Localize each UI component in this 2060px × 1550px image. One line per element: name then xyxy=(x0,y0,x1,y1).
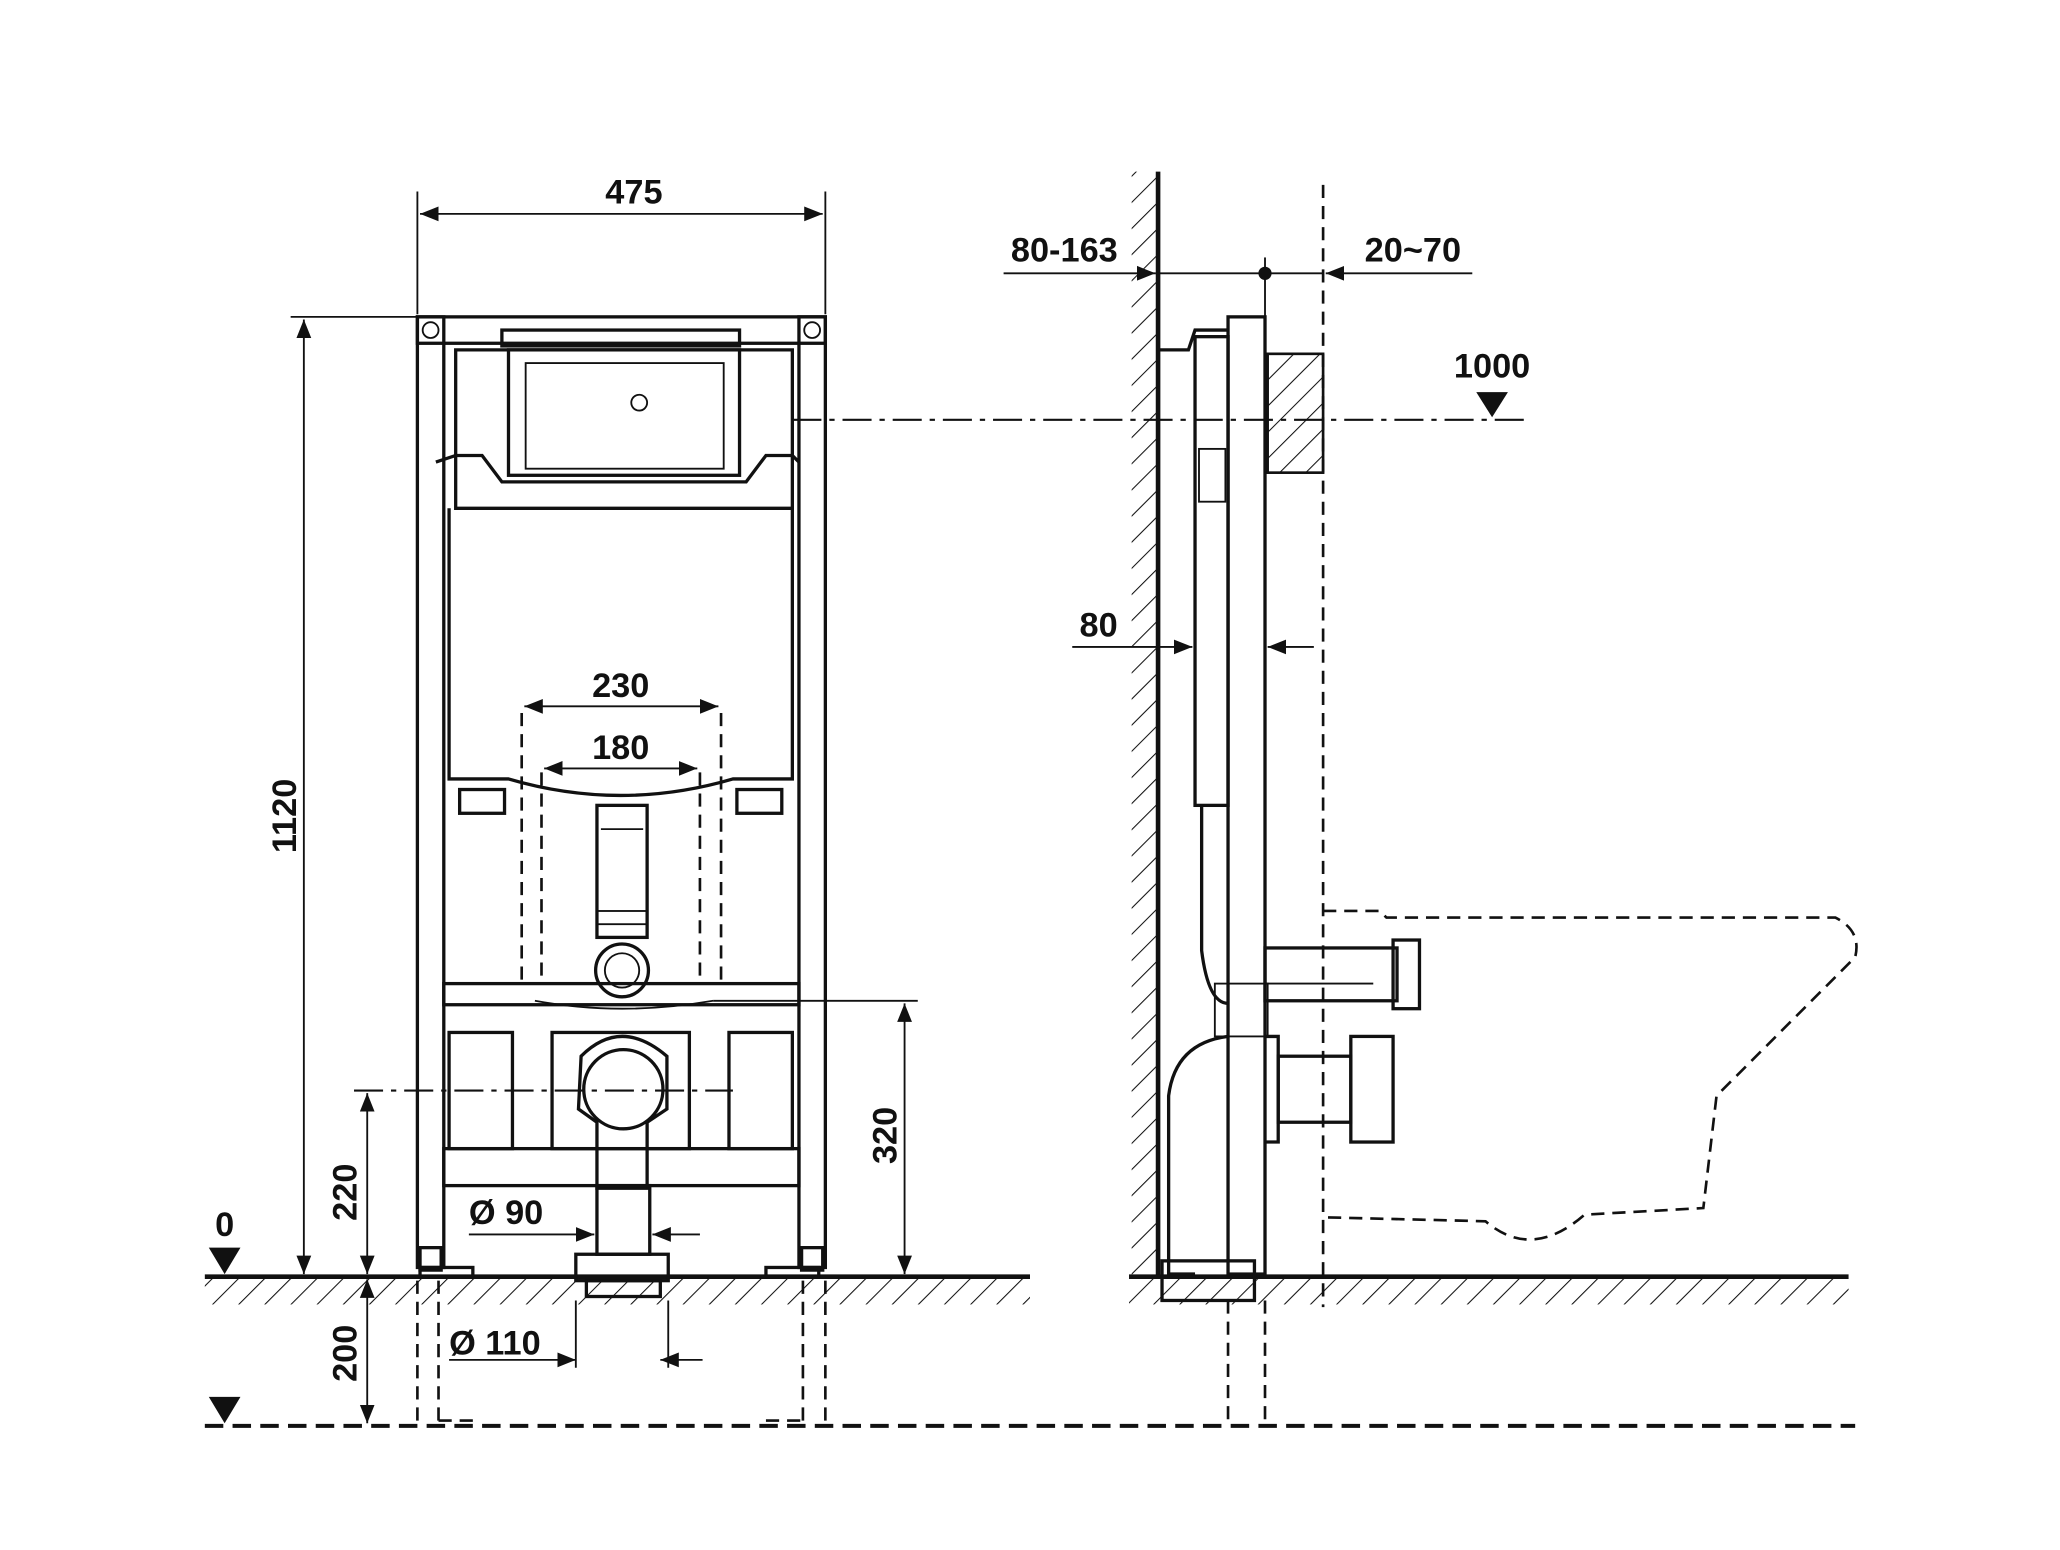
dim-220-label: 220 xyxy=(327,1164,365,1221)
plate-offset-label: 20~70 xyxy=(1365,231,1461,269)
floor-level-label: 0 xyxy=(215,1206,234,1244)
floor-level-marker-icon xyxy=(208,1247,241,1275)
base-level-marker-icon xyxy=(208,1396,241,1424)
dim-320-label: 320 xyxy=(867,1107,905,1164)
cistern xyxy=(435,328,801,1299)
side-view: 80-163 20~70 1000 80 xyxy=(792,171,1858,1424)
pipe-110-label: Ø 110 xyxy=(449,1325,541,1363)
wall-distance-label: 80-163 xyxy=(1011,231,1118,269)
frame-depth-label: 80 xyxy=(1080,606,1118,644)
connection-pipes xyxy=(1263,938,1422,1144)
dim-180-label: 180 xyxy=(592,729,649,767)
frame xyxy=(415,315,828,1279)
dim-height-label: 1120 xyxy=(266,779,304,853)
floor-hatch xyxy=(204,1278,1030,1305)
dim-230-label: 230 xyxy=(592,667,649,705)
front-view: 475 1120 230 180 320 220 200 Ø 90 Ø 110 … xyxy=(204,173,1030,1424)
pipe-90-label: Ø 90 xyxy=(469,1194,543,1232)
flush-plate xyxy=(1266,352,1325,474)
button-height-label: 1000 xyxy=(1454,348,1530,386)
toilet-outline xyxy=(1323,909,1858,1241)
dim-width-label: 475 xyxy=(605,173,662,211)
level-marker-icon xyxy=(1476,392,1508,418)
wall-hatch xyxy=(1131,171,1159,1277)
dim-200-label: 200 xyxy=(327,1325,365,1382)
